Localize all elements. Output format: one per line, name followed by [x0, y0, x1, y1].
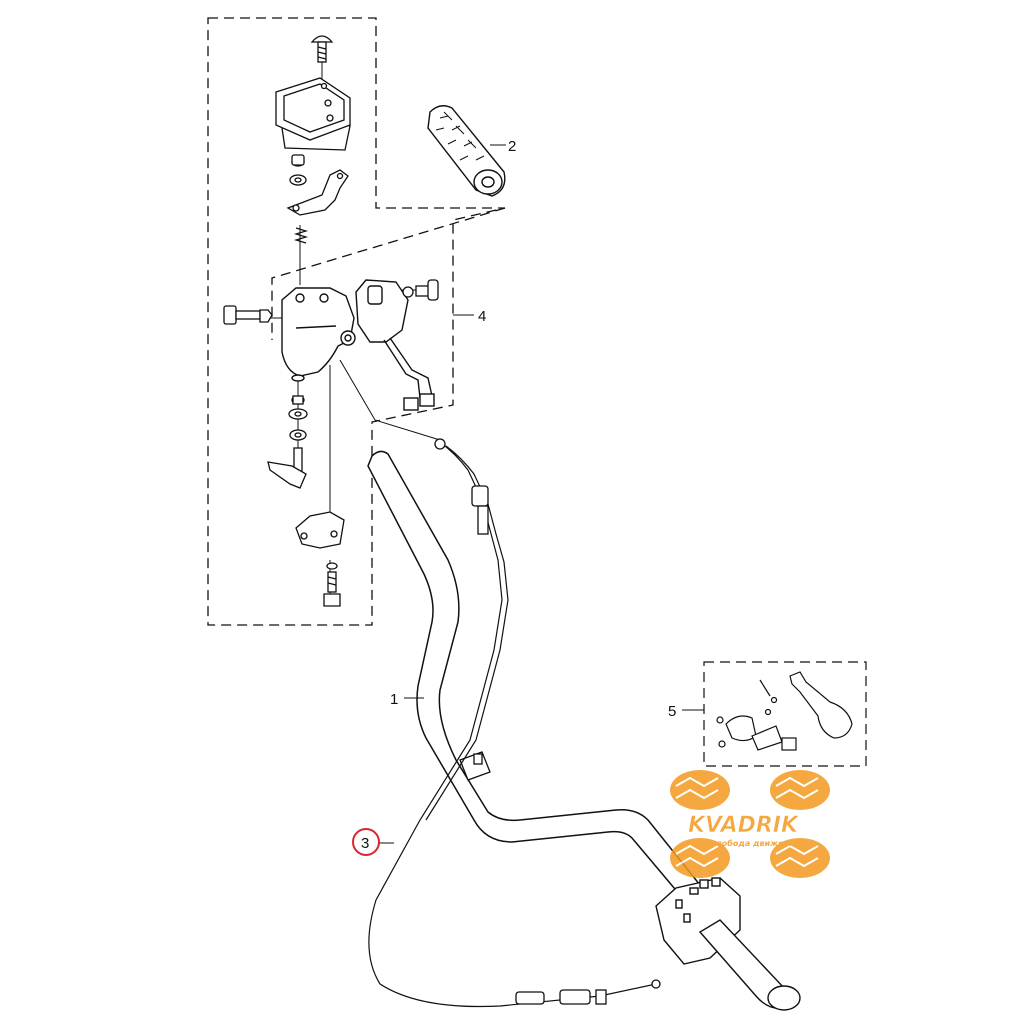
bushing-and-bracket: [286, 154, 349, 216]
throttle-cable: [368, 441, 657, 1008]
callout-3-highlight-ring: [352, 828, 380, 856]
cable-end-fittings: [434, 438, 661, 1005]
callout-label-2: 2: [508, 138, 516, 155]
watermark-tagline: свобода движения: [712, 838, 800, 848]
part-5-components: [716, 671, 853, 751]
hand-grip: [427, 105, 506, 197]
cable-clip: [459, 751, 491, 781]
side-bolt-left: [223, 305, 273, 325]
left-switch-housing: [281, 287, 356, 382]
part-5-frame: [703, 661, 867, 767]
side-bolt-right: [402, 279, 439, 301]
clamp-bracket: [295, 511, 345, 549]
bottom-screw: [323, 562, 341, 607]
handlebar: [367, 450, 714, 916]
callout-label-4: 4: [478, 308, 486, 325]
right-switch-block: [355, 279, 435, 411]
top-screw: [310, 35, 334, 63]
watermark-brand: KVADRIK: [688, 813, 800, 838]
throttle-housing: [655, 877, 801, 1011]
switch-cover: [275, 77, 351, 151]
washers-stack: [288, 395, 308, 441]
kvadrik-watermark: KVADRIK свобода движения: [670, 770, 830, 878]
callout-label-1: 1: [390, 691, 398, 708]
left-switch-assembly-frame: [207, 17, 506, 626]
spring: [293, 227, 309, 244]
callout-label-3: 3: [361, 835, 369, 852]
lever-pin: [267, 447, 307, 489]
callout-label-5: 5: [668, 703, 676, 720]
